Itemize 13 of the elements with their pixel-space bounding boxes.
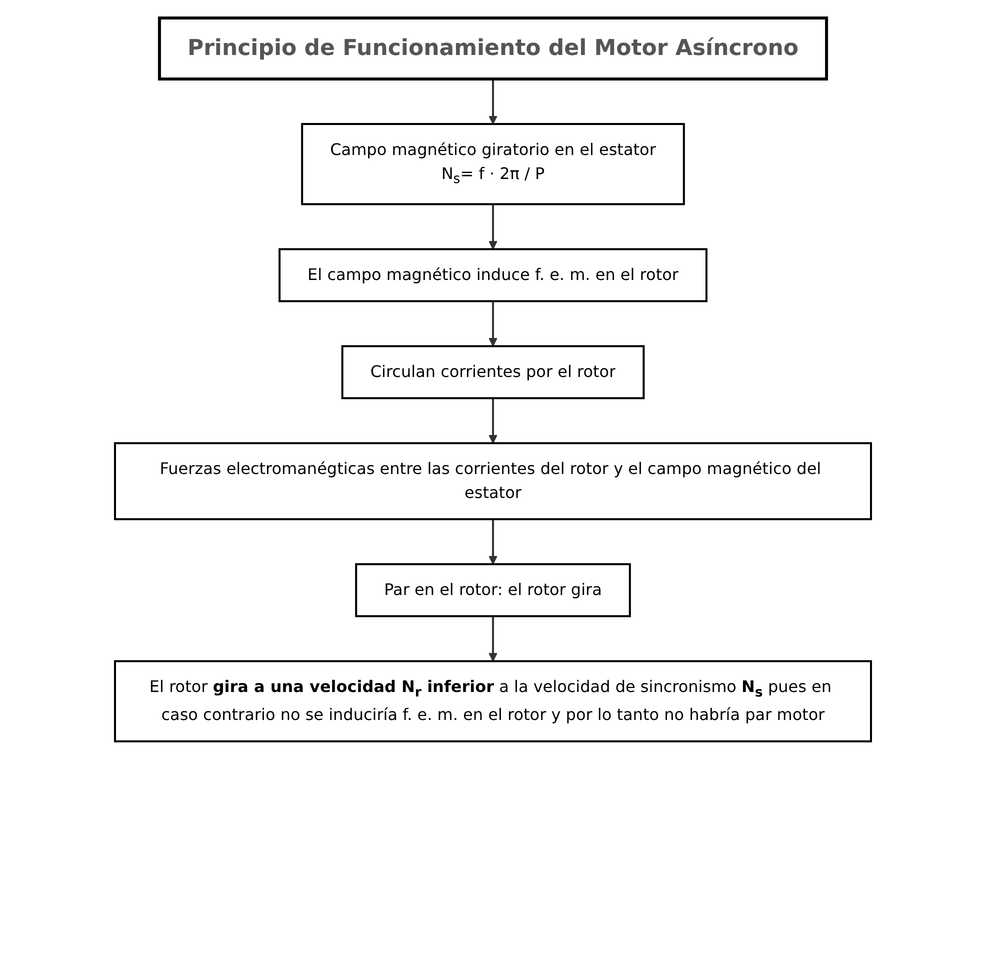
arrow <box>488 616 497 662</box>
node-box: El campo magnético induce f. e. m. en el rotor <box>278 248 707 302</box>
node-box: El rotor gira a una velocidad N$_{r}$ inferior a la velocidad de sincronismo N$_{s}$ pues en caso contrario no se induciría f. e. m. en el rotor y por lo tanto no habría par motor <box>114 660 872 742</box>
node-box: Principio de Funcionamiento del Motor Asíncrono <box>157 16 828 80</box>
arrow <box>488 519 497 565</box>
arrow <box>488 398 497 444</box>
node-box: Circulan corrientes por el rotor <box>340 345 644 400</box>
node-box: Fuerzas electromanégticas entre las corrientes del rotor y el campo magnético del estator <box>114 442 872 520</box>
arrow <box>488 204 497 250</box>
node-box: Campo magnético giratorio en el estator N$_{s}$= f · 2π / P <box>300 123 684 206</box>
arrow <box>488 79 497 124</box>
arrow <box>488 301 497 347</box>
node-box: Par en el rotor: el rotor gira <box>354 563 630 618</box>
